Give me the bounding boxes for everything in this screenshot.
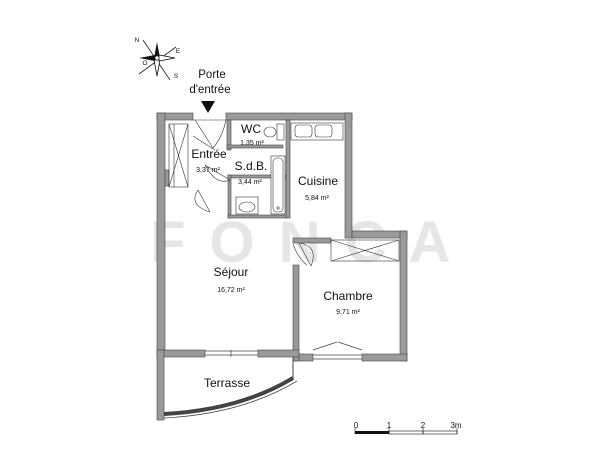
sdb-name: S.d.B. [235, 159, 268, 173]
entree-area: 3,37 m² [196, 167, 220, 174]
scale-bar [354, 428, 458, 435]
kitchen-counter [290, 122, 344, 141]
compass-n-label: N [135, 37, 140, 44]
entrance-arrow-icon [201, 101, 215, 113]
walls [156, 112, 408, 421]
cuisine-name: Cuisine [298, 174, 338, 188]
washbasin [235, 196, 259, 215]
terrasse-name: Terrasse [204, 376, 250, 390]
wc-name: WC [241, 122, 261, 136]
entree-name: Entrée [191, 147, 227, 161]
chambre-area: 9,71 m² [336, 309, 360, 316]
chambre-closet [330, 239, 400, 262]
sejour-area: 16,72 m² [217, 287, 245, 294]
compass-rose-icon [138, 39, 177, 81]
wc-area: 1,35 m² [240, 140, 264, 147]
compass-s-label: S [174, 73, 179, 80]
compass-e-label: E [176, 48, 181, 55]
bathtub [270, 155, 286, 215]
entrance-door [193, 119, 227, 149]
internal-doors [192, 135, 314, 267]
scale-label-1: 1 [387, 421, 392, 430]
sejour-window [205, 350, 258, 357]
sejour-name: Séjour [214, 265, 249, 279]
chambre-name: Chambre [323, 289, 373, 303]
scale-label-0: 0 [354, 421, 359, 430]
cuisine-area: 5,84 m² [305, 195, 329, 202]
entrance-label-line1: Porte [198, 69, 226, 81]
scale-label-2: 2 [421, 421, 426, 430]
entrance-label-line2: d'entrée [189, 84, 230, 96]
sdb-area: 3,44 m² [238, 179, 262, 186]
wc-toilet [263, 123, 285, 141]
chambre-window [312, 341, 363, 360]
scale-label-3: 3m [450, 421, 461, 430]
terrace-railing [163, 376, 295, 416]
entree-closet [168, 123, 189, 188]
compass-o-label: O [142, 60, 147, 67]
